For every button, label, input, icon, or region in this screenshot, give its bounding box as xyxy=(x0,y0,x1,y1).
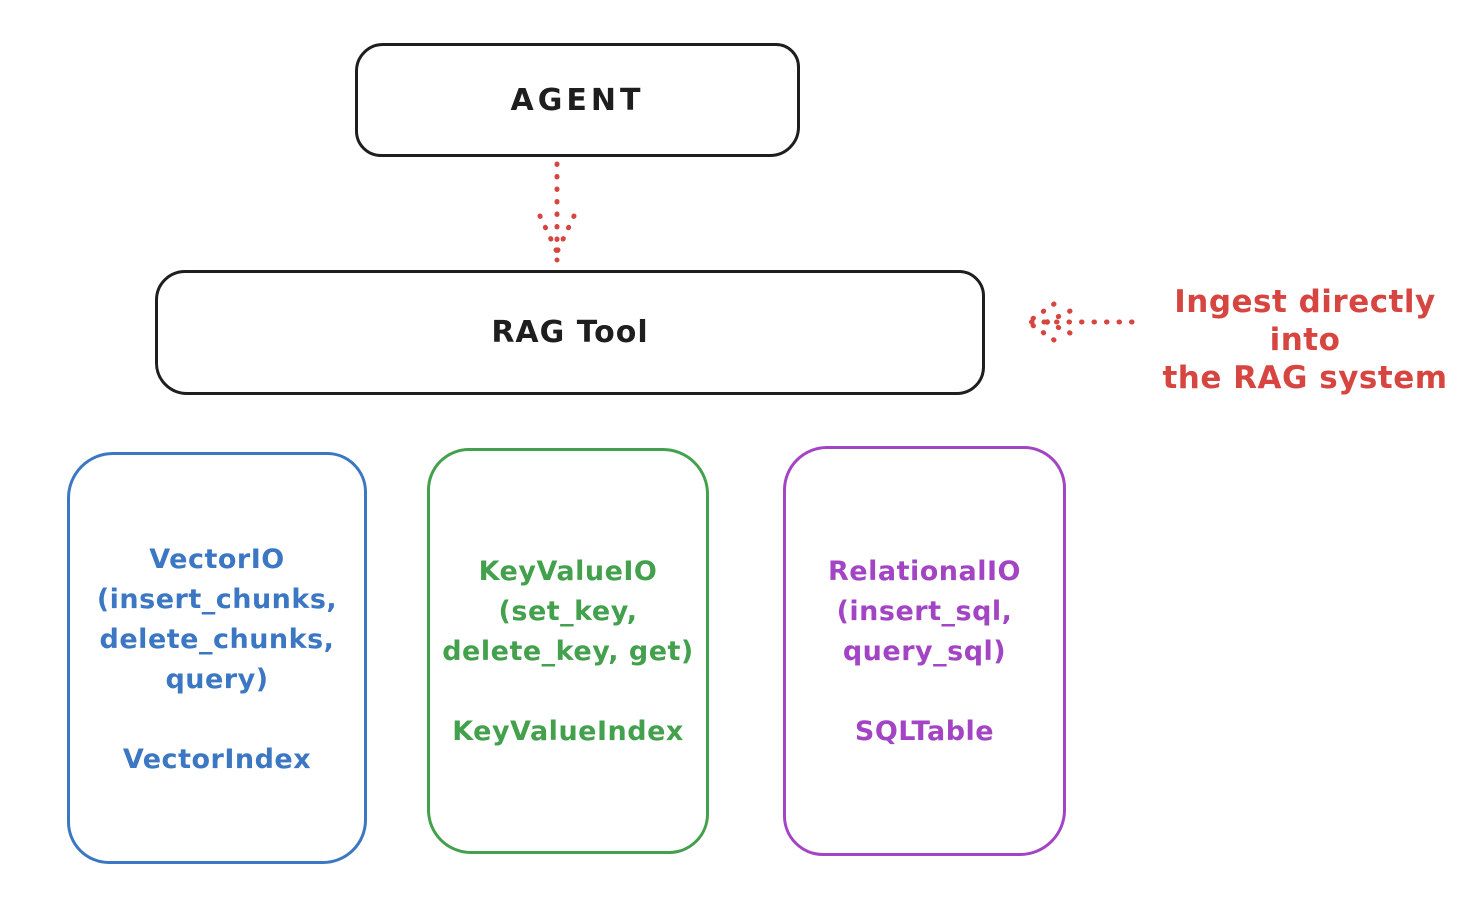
vector-io-param: (insert_chunks, xyxy=(96,584,338,615)
vector-io-param: delete_chunks, xyxy=(99,624,335,655)
relational-io-param: (insert_sql, xyxy=(836,596,1013,627)
ingest-annotation-line1: Ingest directly into xyxy=(1174,284,1436,358)
keyvalue-io-title: KeyValueIO xyxy=(478,556,658,587)
keyvalue-index-label: KeyValueIndex xyxy=(452,716,684,747)
keyvalue-io-param: delete_key, get) xyxy=(442,636,694,667)
keyvalue-io-param: (set_key, xyxy=(498,596,638,627)
rag-tool-label: RAG Tool xyxy=(491,315,649,350)
spacer xyxy=(70,700,364,740)
vector-io-title: VectorIO xyxy=(149,544,285,575)
spacer xyxy=(786,672,1063,712)
relational-io-title: RelationalIO xyxy=(828,556,1021,587)
vector-index-label: VectorIndex xyxy=(122,744,312,775)
agent-label: AGENT xyxy=(510,82,645,118)
keyvalue-io-box: KeyValueIO (set_key, delete_key, get) Ke… xyxy=(427,448,709,854)
ingest-annotation-line2: the RAG system xyxy=(1162,360,1448,396)
dotted-arrow-down-icon xyxy=(537,161,577,263)
vector-io-box: VectorIO (insert_chunks, delete_chunks, … xyxy=(67,452,367,864)
spacer xyxy=(430,672,706,712)
rag-tool-box: RAG Tool xyxy=(155,270,985,395)
dotted-arrow-left-icon xyxy=(1025,301,1135,343)
ingest-annotation: Ingest directly into the RAG system xyxy=(1135,283,1475,397)
relational-io-box: RelationalIO (insert_sql, query_sql) SQL… xyxy=(783,446,1066,856)
relational-io-param: query_sql) xyxy=(842,636,1007,667)
vector-io-param: query) xyxy=(165,664,269,695)
sql-table-label: SQLTable xyxy=(854,716,995,747)
agent-box: AGENT xyxy=(355,43,800,157)
